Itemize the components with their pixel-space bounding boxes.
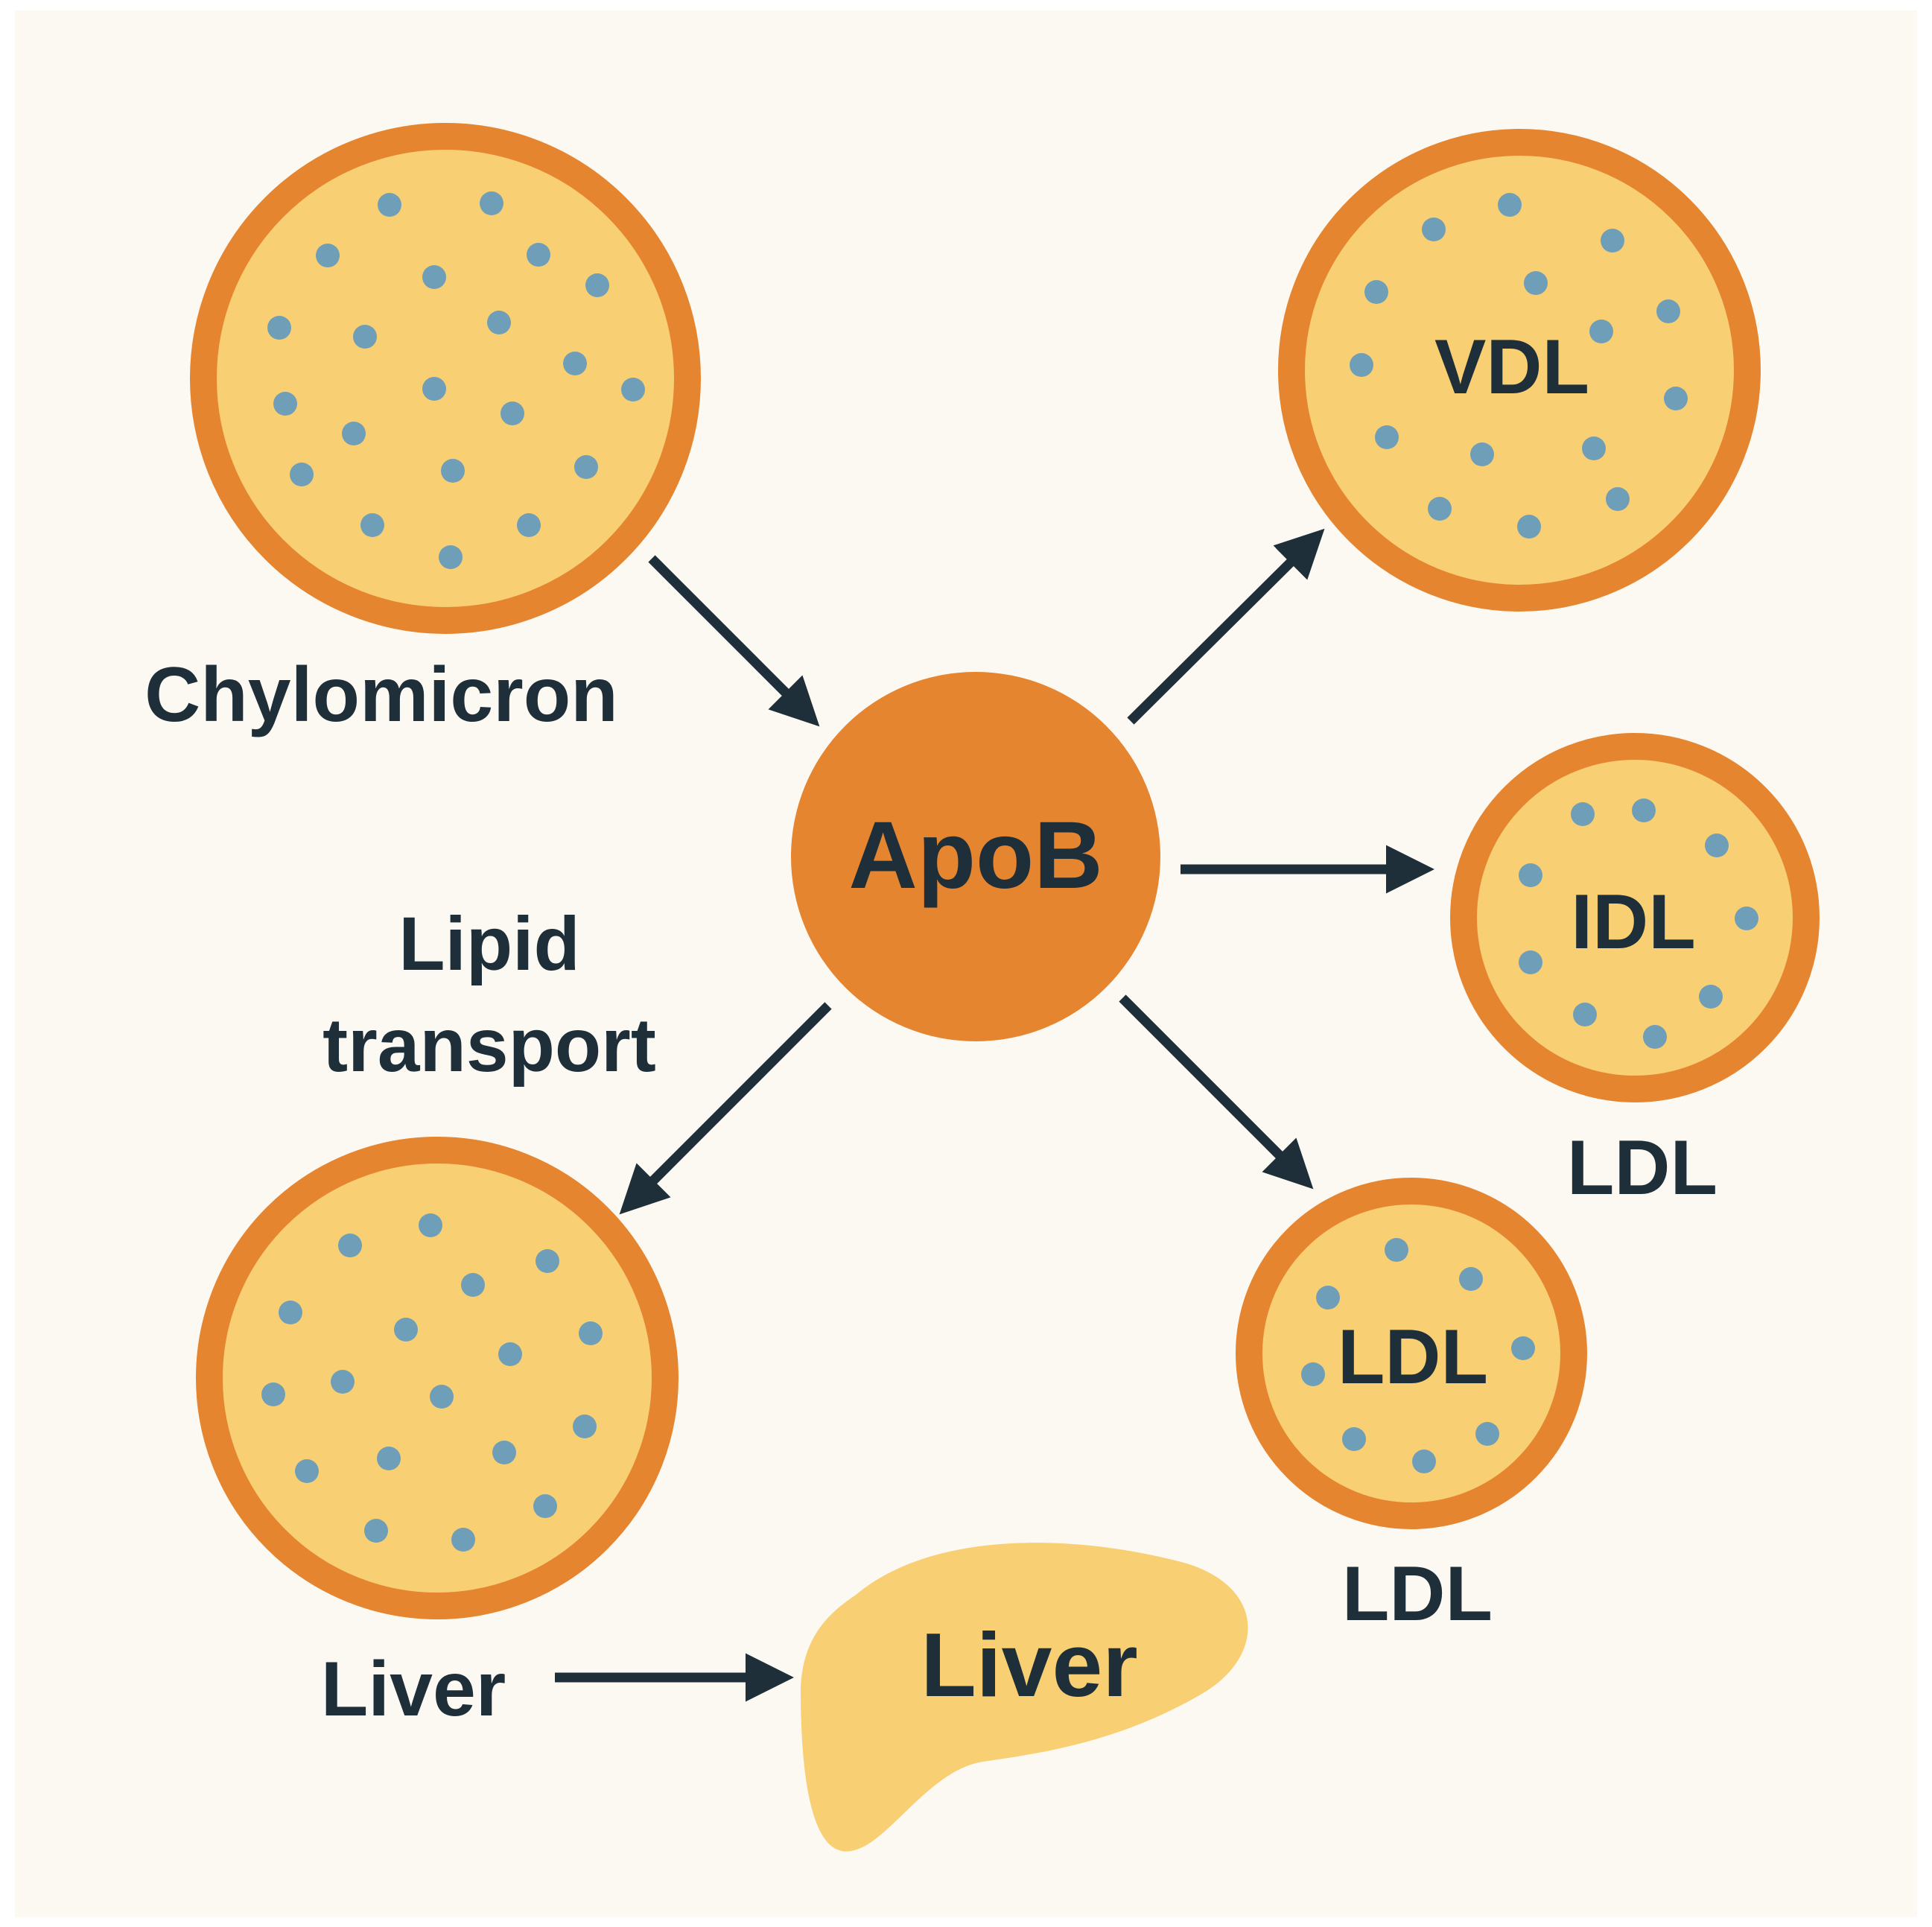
lipid-transport-line2: transport	[322, 1003, 656, 1088]
idl-label: LDL	[1567, 1125, 1717, 1211]
ldl-inner-label: LDL	[1338, 1314, 1488, 1400]
apob-circle	[791, 672, 1160, 1041]
chylomicron-label: Chylomicron	[144, 652, 618, 738]
vdl-dots	[1350, 193, 1688, 539]
vdl-inner-label: VDL	[1434, 324, 1589, 410]
idl-inner-label: IDL	[1571, 879, 1696, 965]
arrow-chylomicron-to-apob	[648, 555, 820, 727]
arrow-apob-to-ldl	[1119, 994, 1314, 1190]
ldl-label: LDL	[1342, 1551, 1493, 1637]
liver-particle	[196, 1137, 679, 1619]
apob-label: ApoB	[848, 802, 1102, 909]
idl-particle: IDL	[1450, 733, 1820, 1102]
arrows	[555, 528, 1434, 1702]
chylomicron-particle	[190, 123, 701, 634]
vdl-ring	[1278, 129, 1761, 612]
liver-organ: Liver	[801, 1543, 1248, 1852]
ldl-dots	[1301, 1238, 1535, 1473]
idl-dots	[1519, 799, 1758, 1049]
apob-hub: ApoB	[791, 672, 1160, 1041]
arrow-apob-to-liver	[619, 1002, 832, 1215]
chylomicron-dots	[267, 191, 645, 569]
vdl-particle: VDL	[1278, 129, 1761, 612]
liver-particle-dots	[261, 1213, 603, 1552]
liver-shape	[801, 1543, 1248, 1852]
liver-organ-label: Liver	[921, 1614, 1138, 1715]
lipid-transport-line1: Lipid	[398, 901, 580, 986]
ldl-particle: LDL	[1236, 1178, 1587, 1529]
liver-particle-label: Liver	[321, 1646, 506, 1733]
arrow-apob-to-vdl	[1127, 528, 1325, 725]
